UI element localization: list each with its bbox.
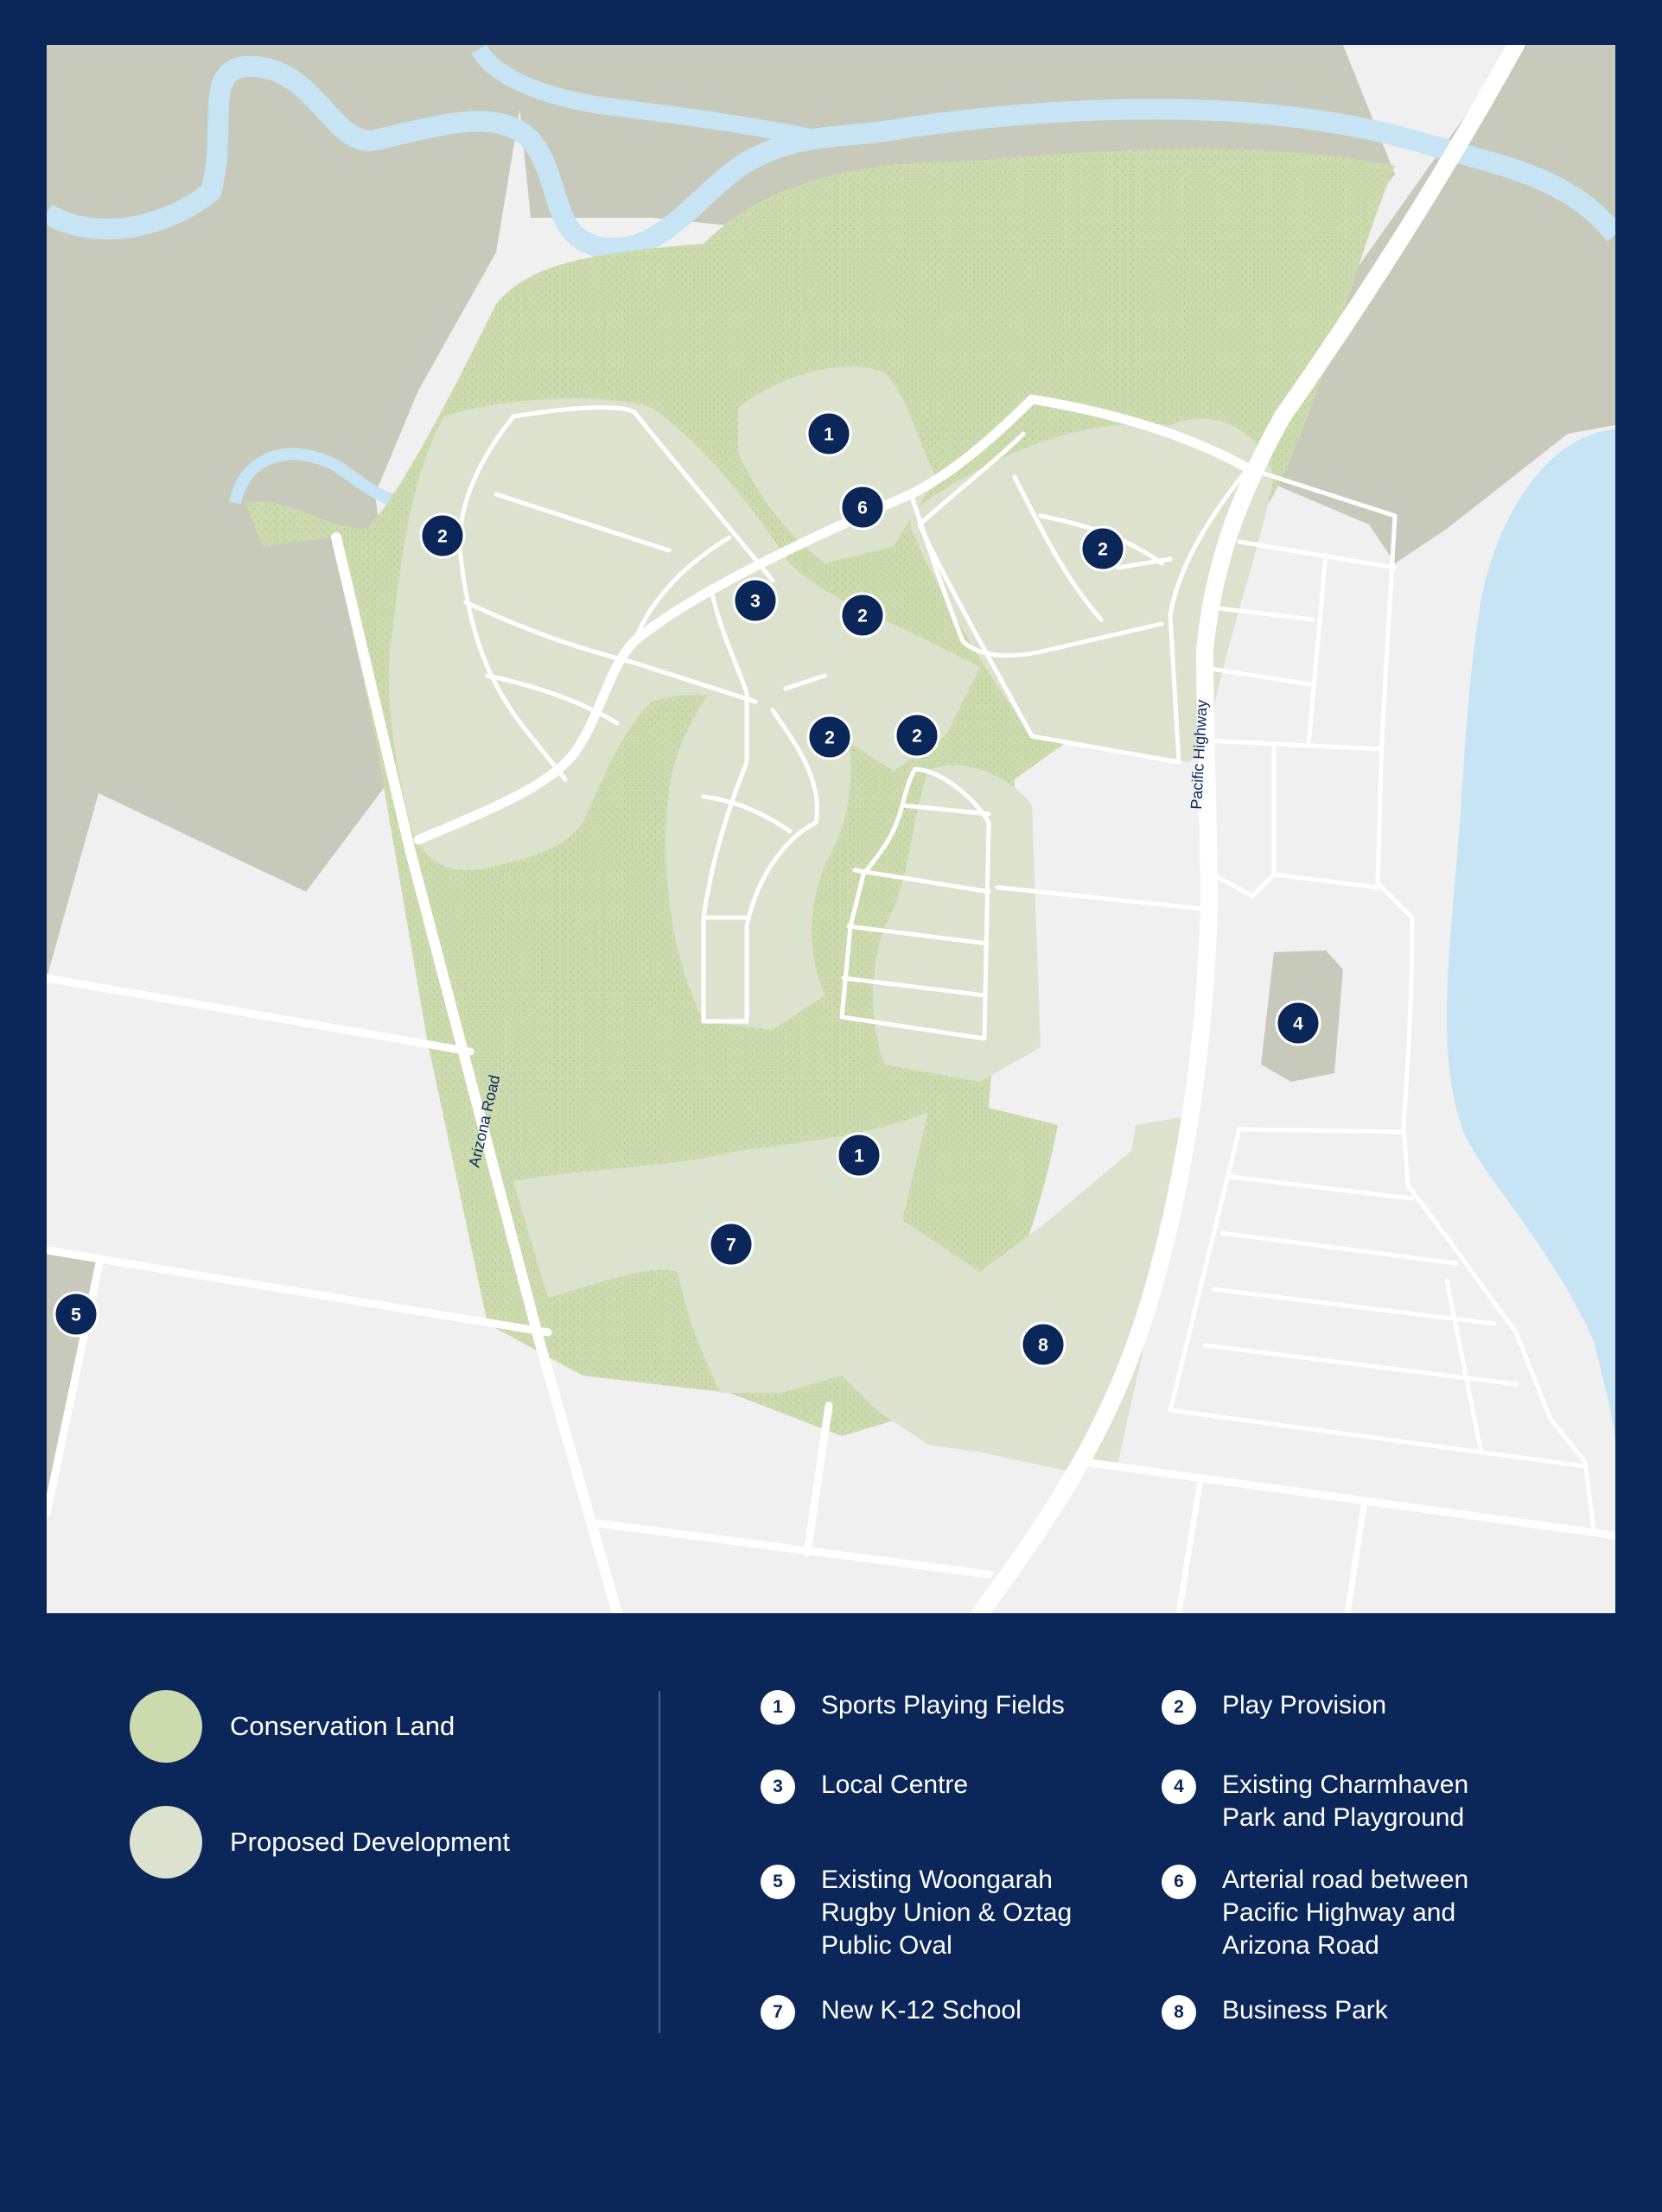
map-canvas: Arizona Road Pacific Highway 16223222417… [47,45,1615,1613]
marker-number: 2 [912,727,922,747]
key-label: New K-12 School [821,1996,1022,2024]
key-label: Play Provision [1222,1691,1387,1719]
legend: Conservation Land Proposed Development 1… [0,1613,1662,2212]
marker-circle [806,714,853,760]
key-item-7: 7 New K-12 School [761,1994,1132,2030]
marker-number: 2 [825,728,835,748]
marker-circle [53,1291,99,1338]
marker-number: 1 [824,425,834,445]
marker-number: 6 [857,499,868,518]
marker-business-park[interactable]: 8 [1020,1321,1067,1368]
existing-land-north [47,45,1615,563]
key-label: Business Park [1222,1996,1388,2024]
road-network [47,45,1615,1613]
marker-circle [1275,1000,1321,1046]
marker-number: 2 [857,607,868,626]
east-south-link-2 [1344,1497,1368,1613]
marker-circle [732,577,779,624]
marker-circle [806,410,852,457]
marker-woongarah-oval[interactable]: 5 [53,1291,99,1338]
marker-number: 8 [1038,1336,1048,1356]
marker-play-south-centre[interactable]: 2 [806,714,853,760]
marker-arterial-road[interactable]: 6 [839,484,886,531]
key-badge: 7 [761,1995,795,2030]
key-badge: 4 [1162,1770,1196,1804]
key-item-3: 3 Local Centre [761,1769,1132,1804]
development-swatch [130,1806,202,1878]
marker-charmhaven-park[interactable]: 4 [1275,1000,1321,1046]
conservation-label: Conservation Land [230,1711,455,1741]
south-road-link [803,1402,833,1557]
marker-play-west[interactable]: 2 [419,512,466,559]
development-south-centre [873,765,1041,1082]
conservation-swatch [130,1690,202,1763]
marker-circle [419,512,466,559]
marker-circle [839,592,886,639]
development-label: Proposed Development [230,1827,510,1857]
arterial-road [413,394,1253,845]
key-item-6: 6 Arterial road between Pacific Highway … [1162,1864,1533,1962]
legend-divider [659,1691,660,2033]
development-north-west [389,398,980,870]
key-label: Local Centre [821,1770,969,1799]
key-label: Arterial road between Pacific Highway an… [1222,1866,1469,1960]
river [47,55,1615,259]
key-item-5: 5 Existing Woongarah Rugby Union & Oztag… [761,1864,1132,1962]
marker-circle [894,712,940,759]
arizona-road [331,532,622,1613]
development-centre [665,658,851,1030]
marker-circle [1020,1321,1067,1368]
key-item-2: 2 Play Provision [1162,1689,1533,1725]
east-south-link-1 [1175,1476,1204,1613]
lake [1447,429,1615,1445]
key-label: Existing Charmhaven Park and Playground [1222,1770,1469,1832]
marker-number: 5 [71,1306,81,1325]
marker-circle [1079,525,1126,572]
legend-conservation: Conservation Land [130,1690,455,1763]
river-branch [471,45,826,149]
legend-development: Proposed Development [130,1806,510,1878]
marker-play-centre[interactable]: 2 [839,592,886,639]
marker-number: 4 [1293,1014,1303,1034]
marker-play-south[interactable]: 2 [894,712,940,759]
marker-number: 1 [854,1147,864,1166]
key-badge: 3 [761,1770,795,1804]
key-badge: 1 [761,1690,795,1725]
marker-circle [836,1132,882,1179]
marker-number: 7 [726,1236,736,1255]
marker-circle [708,1221,755,1268]
marker-circle [839,484,886,531]
west-road-lower [47,1246,552,1337]
marker-number: 2 [437,527,448,547]
key-item-8: 8 Business Park [1162,1994,1533,2030]
marker-number: 2 [1098,540,1108,560]
key-label: Existing Woongarah Rugby Union & Oztag P… [821,1866,1073,1960]
development-north-centre [738,366,937,563]
key-badge: 2 [1162,1690,1196,1725]
key-badge: 6 [1162,1865,1196,1899]
marker-school[interactable]: 7 [708,1221,755,1268]
pacific-highway [971,45,1525,1613]
key-item-1: 1 Sports Playing Fields [761,1689,1132,1725]
estate-streets [457,405,1596,1534]
marker-sports-fields-south[interactable]: 1 [836,1132,882,1179]
marker-play-east[interactable]: 2 [1079,525,1126,572]
west-road-upper [47,974,474,1056]
map-markers: 1 6 2 2 3 2 2 2 4 1 7 5 8 [53,410,1321,1368]
marker-local-centre[interactable]: 3 [732,577,779,624]
key-item-4: 4 Existing Charmhaven Park and Playgroun… [1162,1769,1533,1834]
marker-number: 3 [750,592,761,612]
key-badge: 8 [1162,1995,1196,2030]
marker-sports-fields-north[interactable]: 1 [806,410,852,457]
key-label: Sports Playing Fields [821,1691,1065,1719]
development-north-east [911,418,1274,762]
key-badge: 5 [761,1865,795,1899]
east-south-road [1079,1458,1615,1540]
south-road [587,1518,993,1579]
